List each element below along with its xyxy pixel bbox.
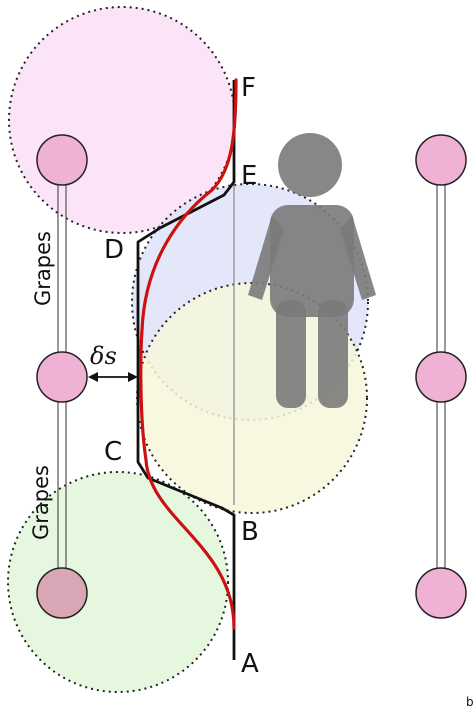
grapes-label-top: Grapes (31, 231, 55, 306)
right-node-bottom (415, 567, 467, 619)
zone-bottom (7, 471, 229, 693)
left-node-bottom (36, 567, 88, 619)
label-b: B (241, 517, 259, 547)
grapes-label-bottom: Grapes (29, 465, 53, 540)
right-rail (415, 134, 467, 619)
label-a: A (241, 649, 259, 679)
left-rail (36, 134, 88, 619)
red-trajectory (139, 78, 238, 630)
label-f: F (241, 73, 256, 103)
right-node-middle (415, 351, 467, 403)
label-e: E (241, 161, 257, 191)
black-path (136, 80, 236, 660)
label-c: C (104, 437, 122, 467)
person-icon (248, 133, 376, 408)
corner-mark: b (466, 695, 474, 709)
right-node-top (415, 134, 467, 186)
delta-s-label: δs (90, 342, 117, 370)
label-d: D (104, 235, 124, 265)
left-node-middle (36, 351, 88, 403)
left-node-top (36, 134, 88, 186)
delta-s-arrow (88, 372, 138, 382)
